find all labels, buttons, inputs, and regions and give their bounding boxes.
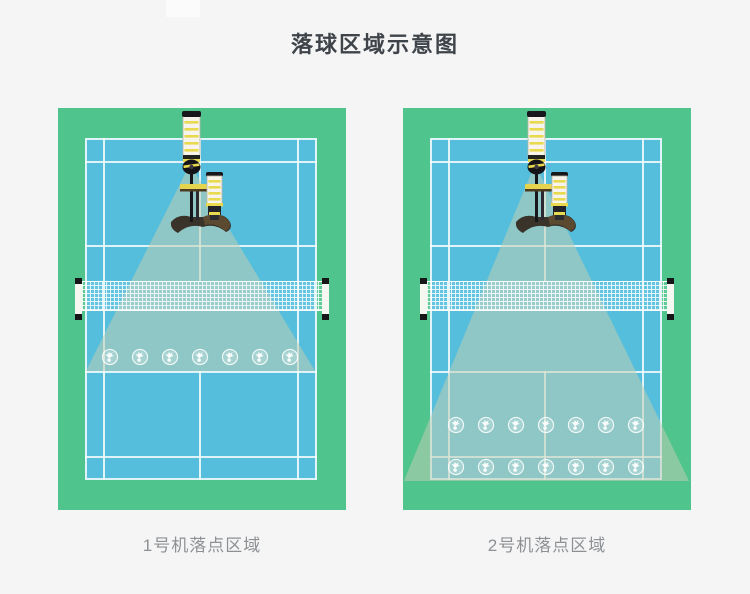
shuttlecock-landing-icon	[447, 458, 465, 476]
shuttlecock-landing-icon	[221, 348, 239, 366]
shuttlecock-landing-icon	[597, 416, 615, 434]
court-panel	[403, 108, 691, 510]
panel-label: 2号机落点区域	[487, 536, 607, 555]
court-panel-wrap: 1号机落点区域	[58, 108, 346, 556]
shuttlecock-landing-icon	[627, 416, 645, 434]
long-service-line-far	[430, 161, 662, 163]
center-line-near	[199, 371, 201, 480]
long-service-line-far	[85, 161, 317, 163]
landing-cone-shape	[404, 164, 689, 481]
shuttle-machine-icon	[514, 110, 578, 238]
shuttlecock-landing-icon	[537, 458, 555, 476]
shuttlecock-landing-icon	[477, 416, 495, 434]
shuttlecock-landing-icon	[537, 416, 555, 434]
shuttlecock-landing-icon	[507, 458, 525, 476]
net-post-right	[667, 278, 674, 320]
shuttlecock-landing-icon	[507, 416, 525, 434]
court-panel	[58, 108, 346, 510]
shuttlecock-landing-icon	[447, 416, 465, 434]
court-panel-wrap: 2号机落点区域	[403, 108, 691, 556]
shuttlecock-landing-icon	[191, 348, 209, 366]
shuttlecock-landing-icon	[281, 348, 299, 366]
page-edge-artifact	[166, 0, 200, 17]
long-service-line-near	[85, 456, 317, 458]
shuttlecock-landing-icon	[477, 458, 495, 476]
landing-cone	[86, 164, 315, 371]
shuttlecock-landing-icon	[251, 348, 269, 366]
net-mesh	[427, 281, 667, 311]
short-service-line-near	[85, 371, 317, 373]
shuttlecock-landing-icon	[161, 348, 179, 366]
net-mesh	[82, 281, 322, 311]
shuttlecock-landing-icon	[567, 458, 585, 476]
shuttlecock-landing-icon	[131, 348, 149, 366]
shuttlecock-landing-icon	[567, 416, 585, 434]
panel-label: 1号机落点区域	[142, 536, 262, 555]
net-post-left	[75, 278, 82, 320]
landing-cone-shape	[86, 164, 315, 371]
net-post-right	[322, 278, 329, 320]
shuttlecock-landing-icon	[101, 348, 119, 366]
shuttlecock-landing-icon	[627, 458, 645, 476]
shuttle-machine-icon	[169, 110, 233, 238]
page-title: 落球区域示意图	[290, 32, 459, 57]
landing-cone	[404, 164, 689, 481]
shuttlecock-landing-icon	[597, 458, 615, 476]
net-post-left	[420, 278, 427, 320]
